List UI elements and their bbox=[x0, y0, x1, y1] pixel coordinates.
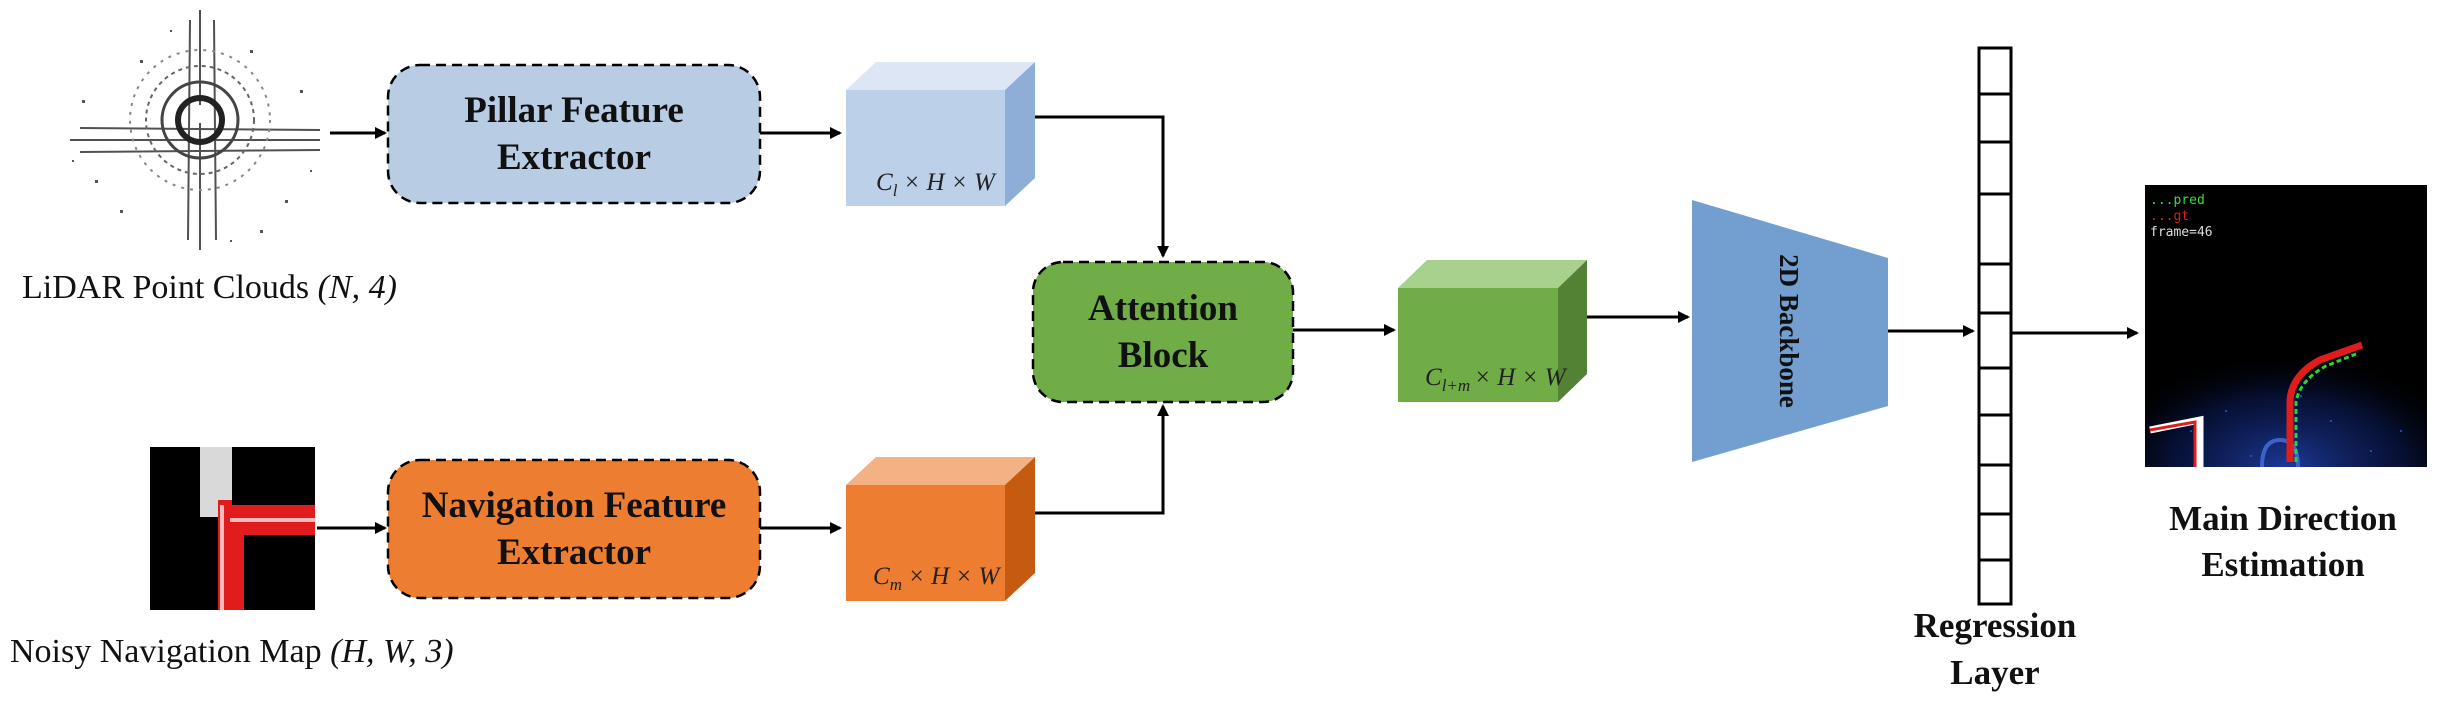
lidar-point-cloud-image bbox=[70, 10, 321, 250]
pillar-feature-extractor-box: Pillar Feature Extractor bbox=[386, 63, 762, 205]
backbone-label: 2D Backbone bbox=[1774, 254, 1804, 408]
backbone-block: 2D Backbone bbox=[1692, 200, 1888, 462]
nav-label-line2: Extractor bbox=[497, 532, 651, 573]
lidar-feature-tensor: Cl× H × W bbox=[846, 62, 1035, 206]
navigation-feature-extractor-box: Navigation Feature Extractor bbox=[386, 458, 762, 600]
attention-label-line2: Block bbox=[1118, 335, 1209, 376]
legend-pred: ...pred bbox=[2150, 193, 2205, 208]
direction-estimation-image: ...pred ...gt frame=46 bbox=[2145, 185, 2427, 468]
regression-layer-column bbox=[1977, 46, 2013, 606]
regression-label-line2: Layer bbox=[1950, 653, 2039, 692]
fused-feature-tensor: Cl+m× H × W bbox=[1398, 260, 1587, 402]
lidar-caption: LiDAR Point Clouds (N, 4) bbox=[22, 269, 397, 306]
pillar-label-line1: Pillar Feature bbox=[464, 90, 684, 131]
navigation-map-image bbox=[150, 447, 315, 610]
arrow-nav-tensor-to-attention bbox=[1035, 404, 1169, 515]
attention-label-line1: Attention bbox=[1088, 288, 1238, 329]
fused-tensor-label: Cl+m× H × W bbox=[1425, 364, 1568, 395]
lidar-tensor-label: Cl× H × W bbox=[876, 169, 997, 200]
arrow-lidar-tensor-to-attention bbox=[1035, 115, 1169, 258]
attention-block-box: Attention Block bbox=[1031, 260, 1295, 404]
nav-tensor-label: Cm× H × W bbox=[873, 563, 1002, 594]
output-label-line1: Main Direction bbox=[2169, 499, 2397, 538]
nav-label-line1: Navigation Feature bbox=[422, 485, 727, 526]
navigation-feature-tensor: Cm× H × W bbox=[846, 457, 1035, 601]
navigation-caption: Noisy Navigation Map (H, W, 3) bbox=[10, 633, 454, 670]
pillar-label-line2: Extractor bbox=[497, 137, 651, 178]
frame-label: frame=46 bbox=[2150, 225, 2213, 240]
regression-label-line1: Regression bbox=[1914, 606, 2077, 645]
legend-gt: ...gt bbox=[2150, 209, 2189, 224]
output-label-line2: Estimation bbox=[2201, 545, 2364, 584]
